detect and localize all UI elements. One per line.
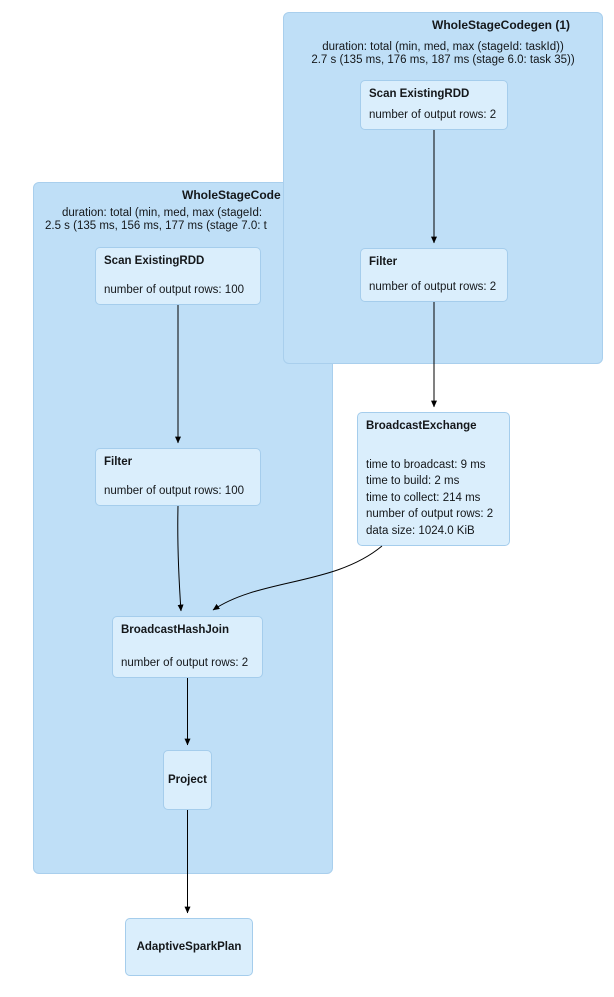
cluster-wholestagecodegen-1: WholeStageCodegen (1) duration: total (m… (283, 12, 603, 364)
node-metric: number of output rows: 2 (121, 656, 249, 669)
node-scan-existingrdd-2: Scan ExistingRDD number of output rows: … (95, 247, 261, 305)
node-project: Project (163, 750, 212, 810)
node-title: AdaptiveSparkPlan (136, 940, 242, 953)
node-metrics: number of output rows: 100 (104, 483, 252, 500)
node-title: Filter (369, 256, 398, 268)
node-metrics: number of output rows: 2 (369, 107, 499, 124)
node-title: BroadcastExchange (366, 420, 477, 432)
cluster-title: WholeStageCodegen (1) (432, 18, 571, 32)
node-metrics: number of output rows: 100 (104, 282, 252, 299)
node-metric: time to collect: 214 ms (366, 491, 481, 504)
cluster-duration-line1: duration: total (min, med, max (stageId:… (322, 41, 564, 53)
node-metric: number of output rows: 100 (104, 484, 244, 497)
node-metric: number of output rows: 2 (369, 108, 497, 121)
node-metric: number of output rows: 2 (369, 280, 497, 293)
node-metrics: number of output rows: 2 (121, 655, 254, 672)
node-title: Project (168, 773, 207, 786)
cluster-duration-line1: duration: total (min, med, max (stageId: (62, 207, 263, 219)
node-title: Scan ExistingRDD (104, 255, 205, 267)
node-metric: data size: 1024.0 KiB (366, 524, 475, 537)
node-metrics: number of output rows: 2 (369, 279, 499, 296)
node-filter-1: Filter number of output rows: 2 (360, 248, 508, 302)
node-broadcastexchange: BroadcastExchange time to broadcast: 9 m… (357, 412, 510, 546)
node-title: Scan ExistingRDD (369, 88, 470, 100)
node-metric: time to build: 2 ms (366, 475, 460, 487)
node-filter-2: Filter number of output rows: 100 (95, 448, 261, 506)
cluster-duration-line2: 2.7 s (135 ms, 176 ms, 187 ms (stage 6.0… (311, 54, 575, 66)
node-adaptivesparkplan: AdaptiveSparkPlan (125, 918, 253, 976)
cluster-title: WholeStageCode (182, 188, 281, 202)
node-metric: number of output rows: 2 (366, 508, 494, 520)
node-scan-existingrdd-1: Scan ExistingRDD number of output rows: … (360, 80, 508, 130)
cluster-duration-line2: 2.5 s (135 ms, 156 ms, 177 ms (stage 7.0… (45, 220, 267, 232)
node-metric: time to broadcast: 9 ms (366, 458, 486, 471)
node-broadcasthashjoin: BroadcastHashJoin number of output rows:… (112, 616, 263, 678)
node-title: Filter (104, 456, 133, 468)
node-metrics: time to broadcast: 9 ms time to build: 2… (366, 457, 501, 540)
node-title: BroadcastHashJoin (121, 624, 230, 636)
node-metric: number of output rows: 100 (104, 283, 244, 296)
